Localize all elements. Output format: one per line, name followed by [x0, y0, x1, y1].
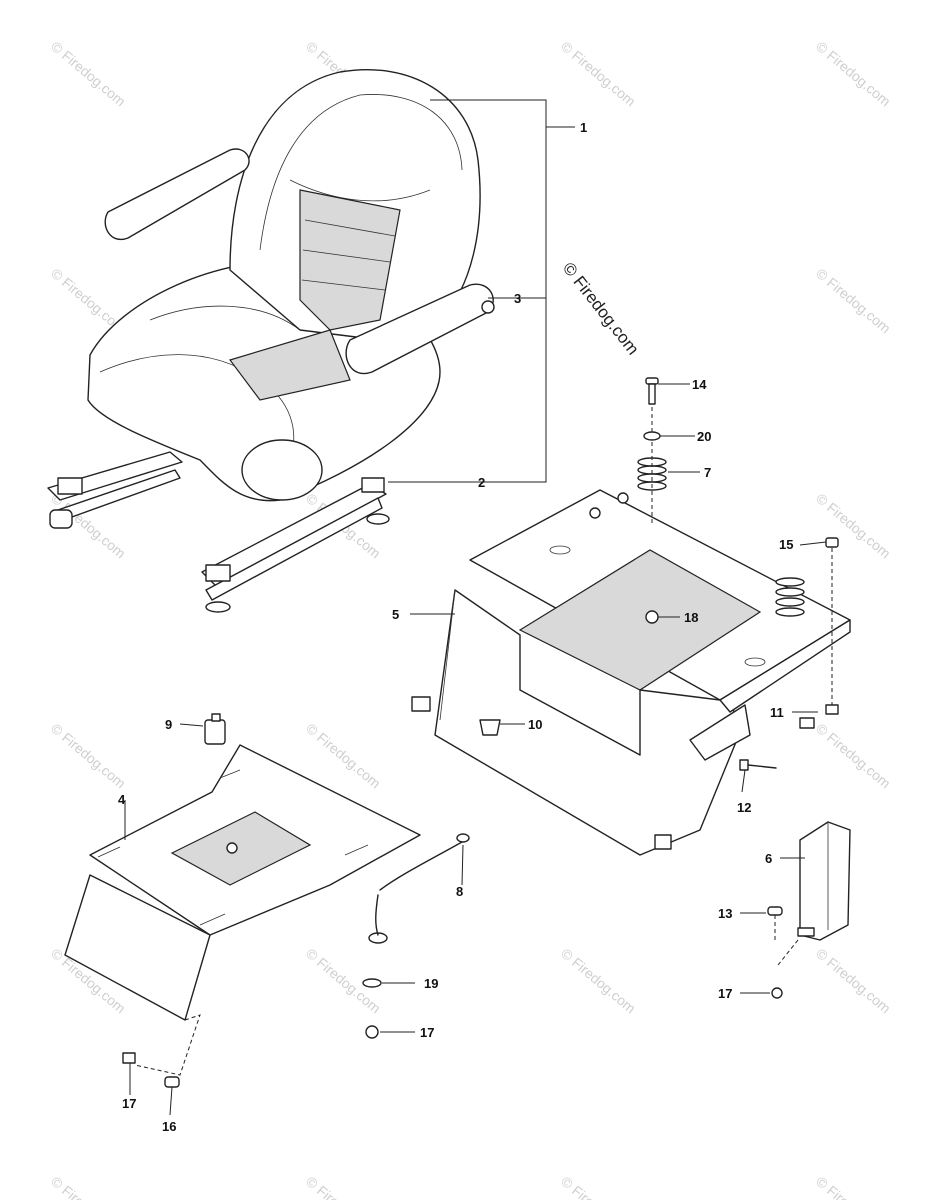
callout-10: 10: [528, 717, 542, 732]
spring-front: [637, 457, 667, 491]
nut-11-a: [825, 704, 839, 715]
callout-17: 17: [420, 1025, 434, 1040]
callout-11: 11: [770, 705, 784, 720]
bracket-6: [797, 821, 851, 941]
seat-foot: [366, 513, 390, 525]
frame-inner-edge: [439, 589, 456, 721]
frame-tab: [411, 696, 431, 712]
nut-17-left: [122, 1052, 136, 1064]
nut-17-right: [771, 987, 783, 999]
callout-6: 6: [765, 851, 772, 866]
callout-9: 9: [165, 717, 172, 732]
bumper-10: [479, 719, 501, 736]
frame-side-flange: [689, 704, 751, 761]
nut-18: [645, 610, 659, 624]
watermark: © Firedog.com: [48, 1173, 129, 1200]
callout-13: 13: [718, 906, 732, 921]
frame-nut: [589, 507, 601, 519]
armrest-right: [345, 283, 494, 375]
seat-rail-knob: [49, 509, 73, 529]
watermark: © Firedog.com: [48, 720, 129, 791]
bottom-hardware-path: [134, 1014, 201, 1076]
plate-4: [64, 744, 421, 1021]
bolt-14: [645, 377, 659, 405]
callout-7: 7: [704, 465, 711, 480]
callout-2: 2: [478, 475, 485, 490]
seat-rail-right-lower: [205, 497, 383, 601]
watermark: © Firedog.com: [813, 38, 894, 109]
watermark: © Firedog.com: [813, 945, 894, 1016]
watermark: © Firedog.com: [558, 1173, 639, 1200]
seat-leaders: [388, 99, 575, 483]
lanyard-8: [368, 833, 470, 944]
armrest-left: [104, 148, 250, 241]
watermark: © Firedog.com: [813, 490, 894, 561]
frame-assembly: [411, 489, 851, 856]
callout-18: 18: [684, 610, 698, 625]
seat-rail-clamp: [361, 477, 385, 493]
frame-right-flange: [719, 619, 851, 713]
seat-foot: [205, 601, 231, 613]
plate-bolt: [226, 842, 238, 854]
spring-rear: [775, 577, 805, 617]
seat-front-roll: [241, 439, 323, 501]
watermark: © Firedog.com: [558, 945, 639, 1016]
frame-opening: [518, 549, 762, 691]
switch-9: [204, 713, 226, 745]
bolt-15: [825, 537, 839, 548]
armrest-knob: [481, 300, 495, 314]
callout-5: 5: [392, 607, 399, 622]
seat-rail-clamp: [205, 564, 231, 582]
plate-slot: [97, 769, 369, 926]
watermark: © Firedog.com: [813, 265, 894, 336]
callout-1: 1: [580, 120, 587, 135]
frame-slot: [744, 657, 766, 667]
callout-14: 14: [692, 377, 707, 392]
seat-center-panel: [299, 189, 401, 331]
callout-20: 20: [697, 429, 711, 444]
washer-20: [643, 431, 661, 441]
seat-cushion-seam: [149, 305, 301, 331]
pin-12: [739, 759, 777, 771]
callout-15: 15: [779, 537, 793, 552]
callout-leaders: [124, 383, 827, 1116]
callout-4: 4: [118, 792, 126, 807]
watermark: © Firedog.com: [303, 720, 384, 791]
watermark: © Firedog.com: [813, 1173, 894, 1200]
callout-17: 17: [718, 986, 732, 1001]
watermark: © Firedog.com: [813, 720, 894, 791]
bolt-13: [767, 906, 783, 916]
callout-8: 8: [456, 884, 463, 899]
callout-17: 17: [122, 1096, 136, 1111]
callout-19: 19: [424, 976, 438, 991]
bolt-16: [164, 1076, 180, 1088]
nut-17-mid: [365, 1025, 379, 1039]
backrest-seam: [259, 94, 463, 251]
plate-window: [170, 811, 312, 886]
washer-19: [362, 978, 382, 988]
frame-nut: [617, 492, 629, 504]
callout-labels: 1 3 2 14 20 7 15 5 18 10 11 12 6 13 17 9…: [118, 120, 793, 1134]
watermark: © Firedog.com: [558, 38, 639, 109]
callout-3: 3: [514, 291, 521, 306]
seat-lower-panel: [229, 329, 351, 401]
frame-tab: [654, 834, 672, 850]
backrest-seam: [289, 179, 431, 202]
seat-rail-clamp: [57, 477, 83, 495]
seat-assembly: [47, 68, 495, 613]
watermark-large: © Firedog.com: [559, 259, 643, 359]
frame-slot: [549, 545, 571, 555]
watermark: © Firedog.com: [48, 38, 129, 109]
callout-12: 12: [737, 800, 751, 815]
nut-11-b: [799, 717, 815, 729]
watermark: © Firedog.com: [303, 1173, 384, 1200]
nut-17-axis: [777, 939, 799, 966]
lattice-line: [301, 219, 396, 291]
callout-16: 16: [162, 1119, 176, 1134]
